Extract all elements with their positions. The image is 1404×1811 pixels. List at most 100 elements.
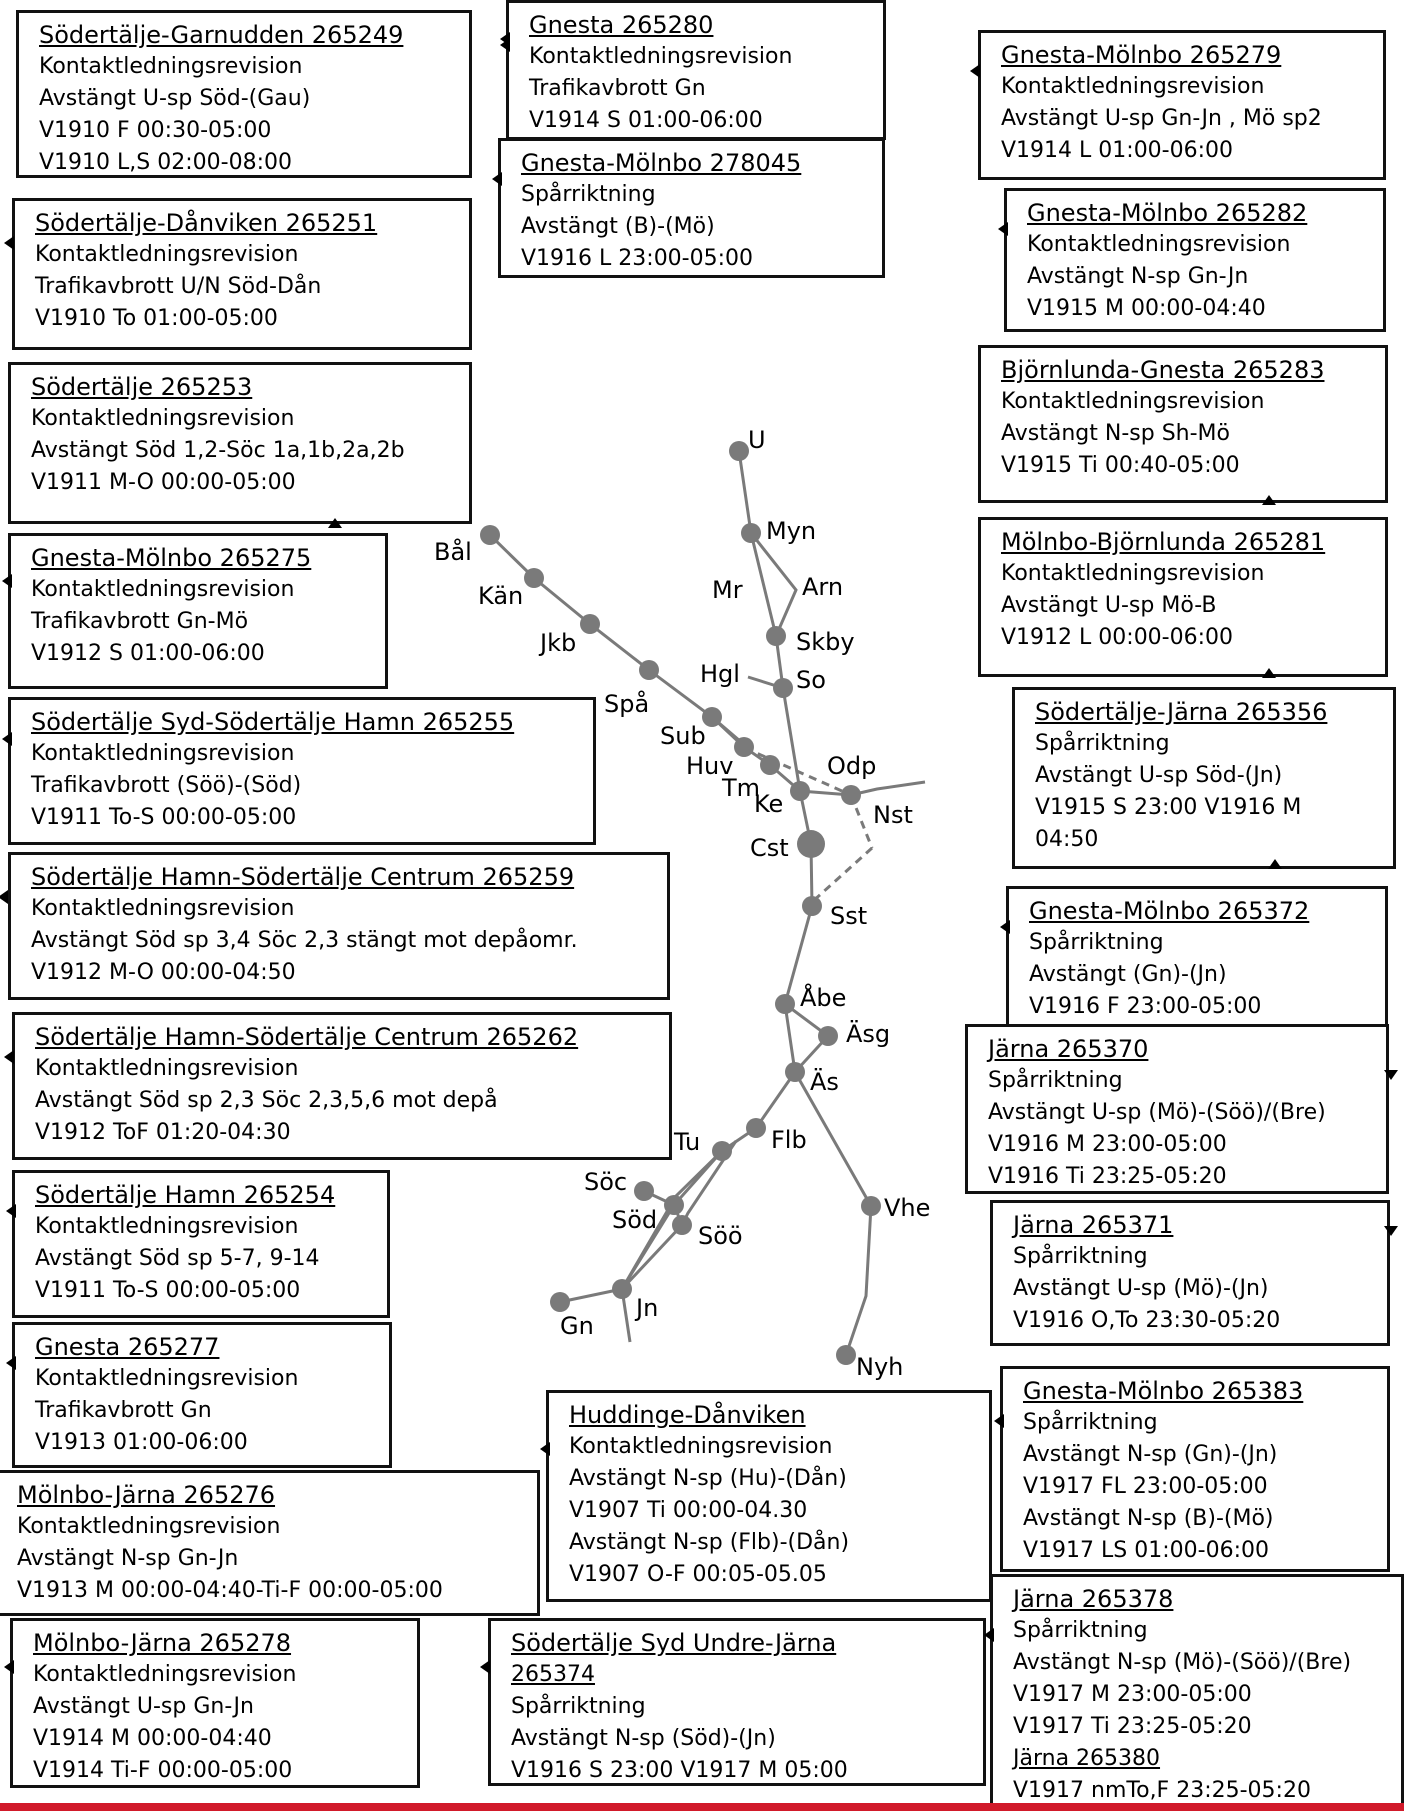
- pointer-arrow-icon: [2, 574, 12, 588]
- notice-line: Avstängt (Gn)-(Jn): [1029, 962, 1227, 987]
- notice-line: V1912 M-O 00:00-04:50: [31, 960, 296, 985]
- notice-line: V1907 O-F 00:05-05.05: [569, 1562, 827, 1587]
- notice-title: Mölnbo-Björnlunda 265281: [1001, 528, 1326, 556]
- notice-line: 265374: [511, 1662, 595, 1687]
- notice-line: Trafikavbrott Gn-Mö: [31, 609, 249, 634]
- notice-line: V1916 F 23:00-05:00: [1029, 994, 1262, 1019]
- notice-line: V1916 L 23:00-05:00: [521, 246, 754, 271]
- notice-title: Södertälje Syd Undre-Järna: [511, 1629, 837, 1657]
- notice-title: Södertälje-Garnudden 265249: [39, 21, 404, 49]
- station-marker: [712, 1141, 732, 1161]
- station-label: Tu: [673, 1128, 700, 1156]
- notice-line: Kontaktledningsrevision: [569, 1434, 833, 1459]
- notice-line: Avstängt U-sp Gn-Jn , Mö sp2: [1001, 106, 1322, 131]
- notice-line: Kontaktledningsrevision: [33, 1662, 297, 1687]
- notice-title: Gnesta-Mölnbo 265275: [31, 544, 312, 572]
- station-label: Sub: [660, 722, 706, 750]
- notice-line: V1916 M 23:00-05:00: [988, 1132, 1227, 1157]
- station-marker: [672, 1215, 692, 1235]
- notice-title: Södertälje 265253: [31, 373, 253, 401]
- station-marker: [775, 994, 795, 1014]
- notice-line: V1912 S 01:00-06:00: [31, 641, 265, 666]
- station-marker: [785, 1062, 805, 1082]
- notice-line: Avstängt U-sp Söd-(Gau): [39, 86, 311, 111]
- notice-line: V1910 L,S 02:00-08:00: [39, 150, 292, 175]
- station-label: Ke: [754, 790, 783, 818]
- track-line: [793, 1071, 873, 1356]
- pointer-arrow-icon: [1262, 495, 1276, 505]
- notice-line: V1910 To 01:00-05:00: [35, 306, 278, 331]
- notice-line: 04:50: [1035, 827, 1099, 852]
- track-line: [749, 532, 798, 637]
- notice-line: Kontaktledningsrevision: [35, 1366, 299, 1391]
- notice-title: Järna 265378: [1013, 1585, 1174, 1613]
- notice-title: Södertälje Hamn 265254: [35, 1181, 336, 1209]
- station-label: Huv: [686, 752, 733, 780]
- pointer-arrow-icon: [1000, 920, 1010, 934]
- notice-line: Trafikavbrott Gn: [529, 76, 706, 101]
- notice-line: Kontaktledningsrevision: [39, 54, 303, 79]
- notice-line: V1911 To-S 00:00-05:00: [35, 1278, 301, 1303]
- notice-line: Kontaktledningsrevision: [31, 406, 295, 431]
- notice-line: Avstängt N-sp (Hu)-(Dån): [569, 1466, 847, 1491]
- notice-line: Avstängt N-sp Sh-Mö: [1001, 421, 1230, 446]
- track-line: [799, 780, 926, 797]
- station-label: Bål: [434, 537, 472, 566]
- notice-title: Gnesta 265280: [529, 11, 714, 39]
- notice-line: V1917 Ti 23:25-05:20: [1013, 1714, 1252, 1739]
- station-label: Arn: [802, 573, 843, 601]
- track-line: [783, 843, 814, 1073]
- notice-line: Avstängt U-sp Gn-Jn: [33, 1694, 254, 1719]
- pointer-arrow-icon: [970, 64, 980, 78]
- notice-line: Avstängt Söd sp 2,3 Söc 2,3,5,6 mot depå: [35, 1088, 498, 1113]
- notice-title: Gnesta-Mölnbo 265383: [1023, 1377, 1304, 1405]
- station-marker: [773, 678, 793, 698]
- pointer-arrow-icon: [998, 222, 1008, 236]
- dashed-track-line: [744, 746, 852, 797]
- notice-line: Järna 265380: [1013, 1746, 1161, 1771]
- notice-title: Gnesta 265277: [35, 1333, 220, 1361]
- pointer-arrow-icon: [2, 732, 12, 746]
- notice-line: Spårriktning: [1023, 1410, 1158, 1435]
- pointer-arrow-icon: [4, 1050, 14, 1064]
- pointer-arrow-icon: [994, 1414, 1004, 1428]
- pointer-arrow-icon: [1268, 859, 1282, 869]
- notice-line: Spårriktning: [1029, 930, 1164, 955]
- notice-line: Avstängt N-sp (B)-(Mö): [1023, 1506, 1274, 1531]
- pointer-arrow-icon: [328, 518, 342, 528]
- pointer-arrow-icon: [540, 1442, 550, 1456]
- pointer-arrow-icon: [480, 1660, 490, 1674]
- notice-line: Kontaktledningsrevision: [35, 1214, 299, 1239]
- station-label: So: [796, 666, 826, 694]
- station-marker: [702, 707, 722, 727]
- notice-line: Kontaktledningsrevision: [17, 1514, 281, 1539]
- notice-line: Avstängt Söd sp 3,4 Söc 2,3 stängt mot d…: [31, 928, 578, 953]
- notice-line: V1915 M 00:00-04:40: [1027, 296, 1266, 321]
- station-marker: [741, 523, 761, 543]
- notice-line: Kontaktledningsrevision: [31, 896, 295, 921]
- work-notice-box: Södertälje Hamn-Södertälje Centrum 26526…: [12, 1012, 672, 1160]
- notice-line: V1910 F 00:30-05:00: [39, 118, 272, 143]
- station-marker: [580, 614, 600, 634]
- notice-line: V1913 01:00-06:00: [35, 1430, 248, 1455]
- notice-line: V1915 Ti 00:40-05:00: [1001, 453, 1240, 478]
- notice-line: V1914 M 00:00-04:40: [33, 1726, 272, 1751]
- notice-title: Huddinge-Dånviken: [569, 1401, 806, 1429]
- station-label: Odp: [827, 752, 876, 780]
- station-label: Flb: [771, 1126, 807, 1154]
- notice-line: V1916 O,To 23:30-05:20: [1013, 1308, 1281, 1333]
- station-marker: [524, 568, 544, 588]
- notice-line: Avstängt (B)-(Mö): [521, 214, 715, 239]
- notice-line: Kontaktledningsrevision: [31, 741, 295, 766]
- notice-line: Trafikavbrott U/N Söd-Dån: [35, 274, 322, 299]
